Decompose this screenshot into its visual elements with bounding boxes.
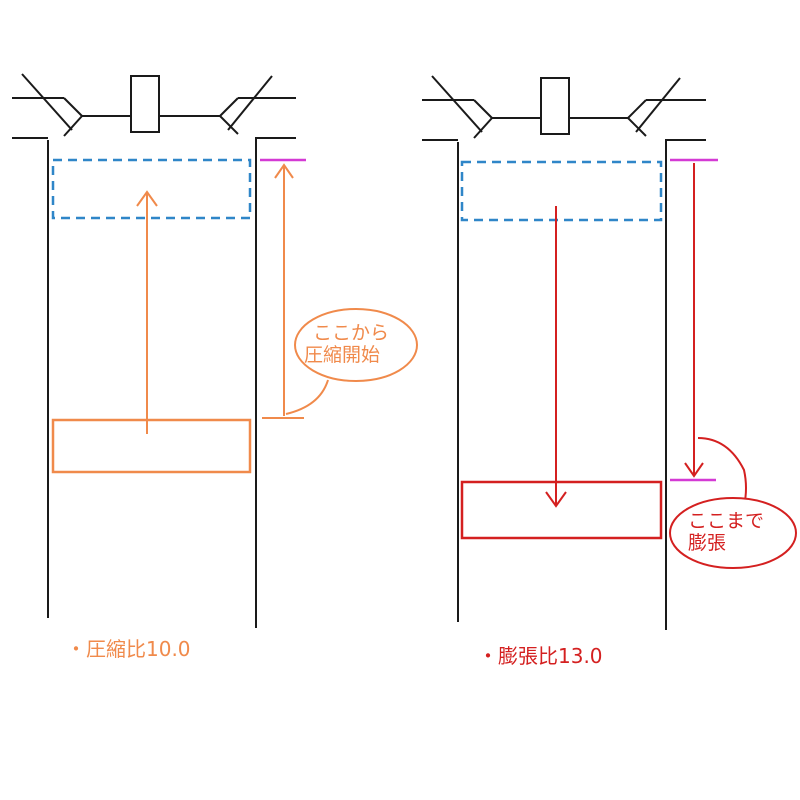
expansion-bubble-line1: ここまで — [688, 510, 765, 532]
compression-bubble-tail — [285, 379, 329, 415]
compression-stroke-arrow — [274, 163, 294, 416]
compression-piston-arrow — [136, 190, 158, 434]
exhaust-valve — [219, 75, 296, 135]
intake-valve — [422, 75, 493, 139]
cylinder-right-wall — [665, 139, 706, 630]
exhaust-valve — [627, 77, 706, 137]
expansion-stroke-arrow — [684, 163, 704, 478]
expansion-ratio-caption: ・膨張比13.0 — [478, 644, 603, 668]
compression-piston — [51, 418, 252, 474]
expansion-bubble — [669, 497, 797, 569]
compression-ratio-caption: ・圧縮比10.0 — [66, 637, 191, 661]
compression-bubble-line1: ここから — [313, 322, 390, 344]
cylinder-right-wall — [255, 137, 296, 628]
compression-bubble — [294, 308, 418, 382]
expansion-piston-top-position — [460, 160, 663, 222]
expansion-bubble-tail — [697, 437, 747, 507]
compression-piston-top-position — [51, 158, 252, 220]
expansion-cylinder — [422, 75, 706, 630]
expansion-bubble-line2: 膨張 — [688, 532, 727, 554]
expansion-piston-arrow — [545, 206, 567, 508]
spark-plug — [540, 77, 570, 135]
expansion-piston — [460, 480, 663, 540]
compression-cylinder — [12, 73, 296, 628]
spark-plug — [130, 75, 160, 133]
intake-valve — [12, 73, 83, 137]
compression-bubble-line2: 圧縮開始 — [304, 344, 381, 366]
